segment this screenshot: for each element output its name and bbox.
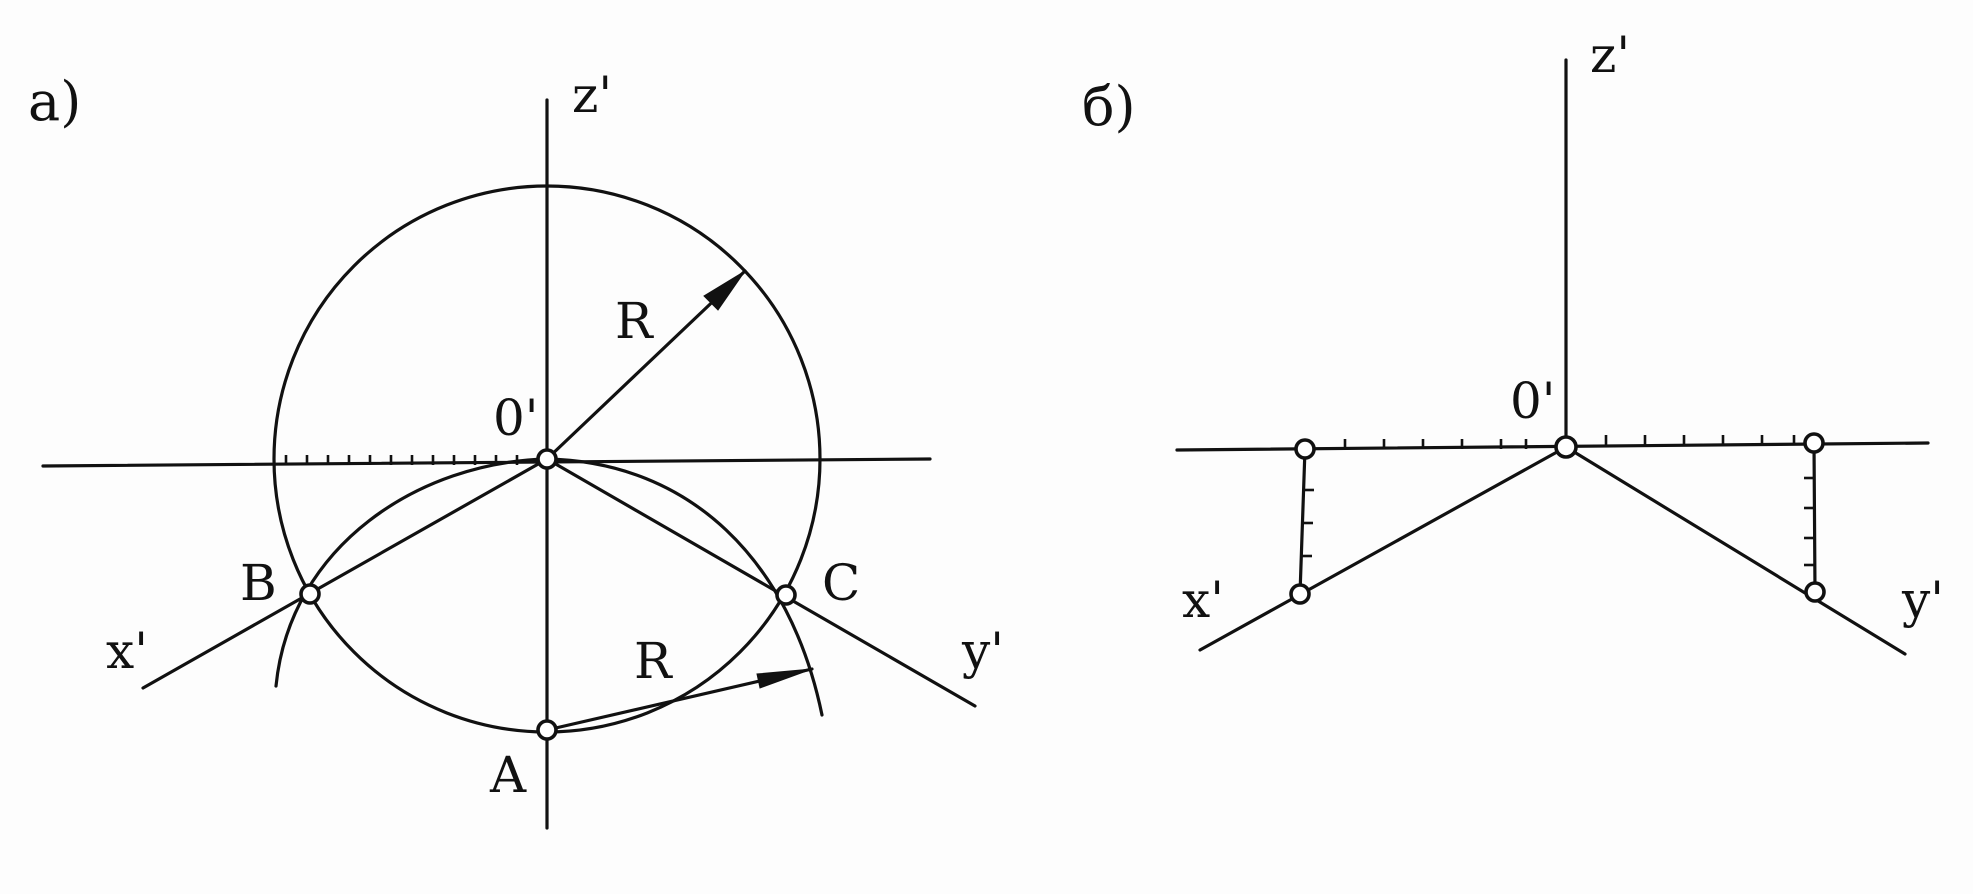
panel-a-radius-arrowhead-bottom <box>756 668 813 689</box>
panel-b-x-label: x' <box>1182 571 1224 629</box>
panel-b-right-top-point <box>1803 432 1825 454</box>
panel-a-point-c-label: C <box>822 554 860 612</box>
panel-a-point-a-label: A <box>489 746 527 804</box>
panel-b-right-connector <box>1812 441 1817 594</box>
panel-a-point-c <box>775 584 797 606</box>
panel-a-y-label: y' <box>961 622 1004 680</box>
panel-b-left-connector <box>1298 447 1307 596</box>
panel-a-x-label: x' <box>106 622 148 680</box>
panel-b-x-axis <box>1198 445 1568 652</box>
panel-b-origin-label: 0' <box>1510 372 1556 430</box>
panel-a-point-a <box>536 719 558 741</box>
panel-a-caption: а) <box>28 70 81 133</box>
panel-b-left-top-point <box>1294 438 1316 460</box>
panel-a-origin-label: 0' <box>493 389 539 447</box>
panel-a: а) <box>28 66 1004 830</box>
panel-a-origin-point <box>536 448 558 470</box>
panel-b-right-connector-ticks <box>1804 476 1814 567</box>
panel-b-x-point <box>1289 583 1311 605</box>
panel-a-radius-label-top: R <box>615 292 654 350</box>
panel-b-y-label: y' <box>1901 571 1944 629</box>
panel-a-radius-arrowhead-top <box>703 270 746 311</box>
panel-a-horizontal-line <box>41 457 932 468</box>
panel-a-point-b <box>299 583 321 605</box>
panel-b-z-label: z' <box>1590 26 1630 84</box>
panel-b-horizontal-ticks <box>1343 435 1796 449</box>
panel-a-point-b-label: B <box>240 554 277 612</box>
panel-b-y-point <box>1804 581 1826 603</box>
panel-b: б) <box>1082 26 1944 656</box>
panel-a-y-axis <box>545 457 977 708</box>
panel-a-radius-label-bottom: R <box>634 632 673 690</box>
panel-a-z-label: z' <box>572 66 612 124</box>
panel-b-origin-point <box>1554 435 1578 459</box>
panel-b-left-connector-ticks <box>1302 488 1314 558</box>
panel-a-isometric-arc <box>274 457 824 717</box>
panel-b-y-axis <box>1564 445 1907 656</box>
panel-a-scale-ticks <box>284 455 519 465</box>
panel-b-caption: б) <box>1082 75 1136 138</box>
panel-a-x-axis <box>141 457 549 690</box>
